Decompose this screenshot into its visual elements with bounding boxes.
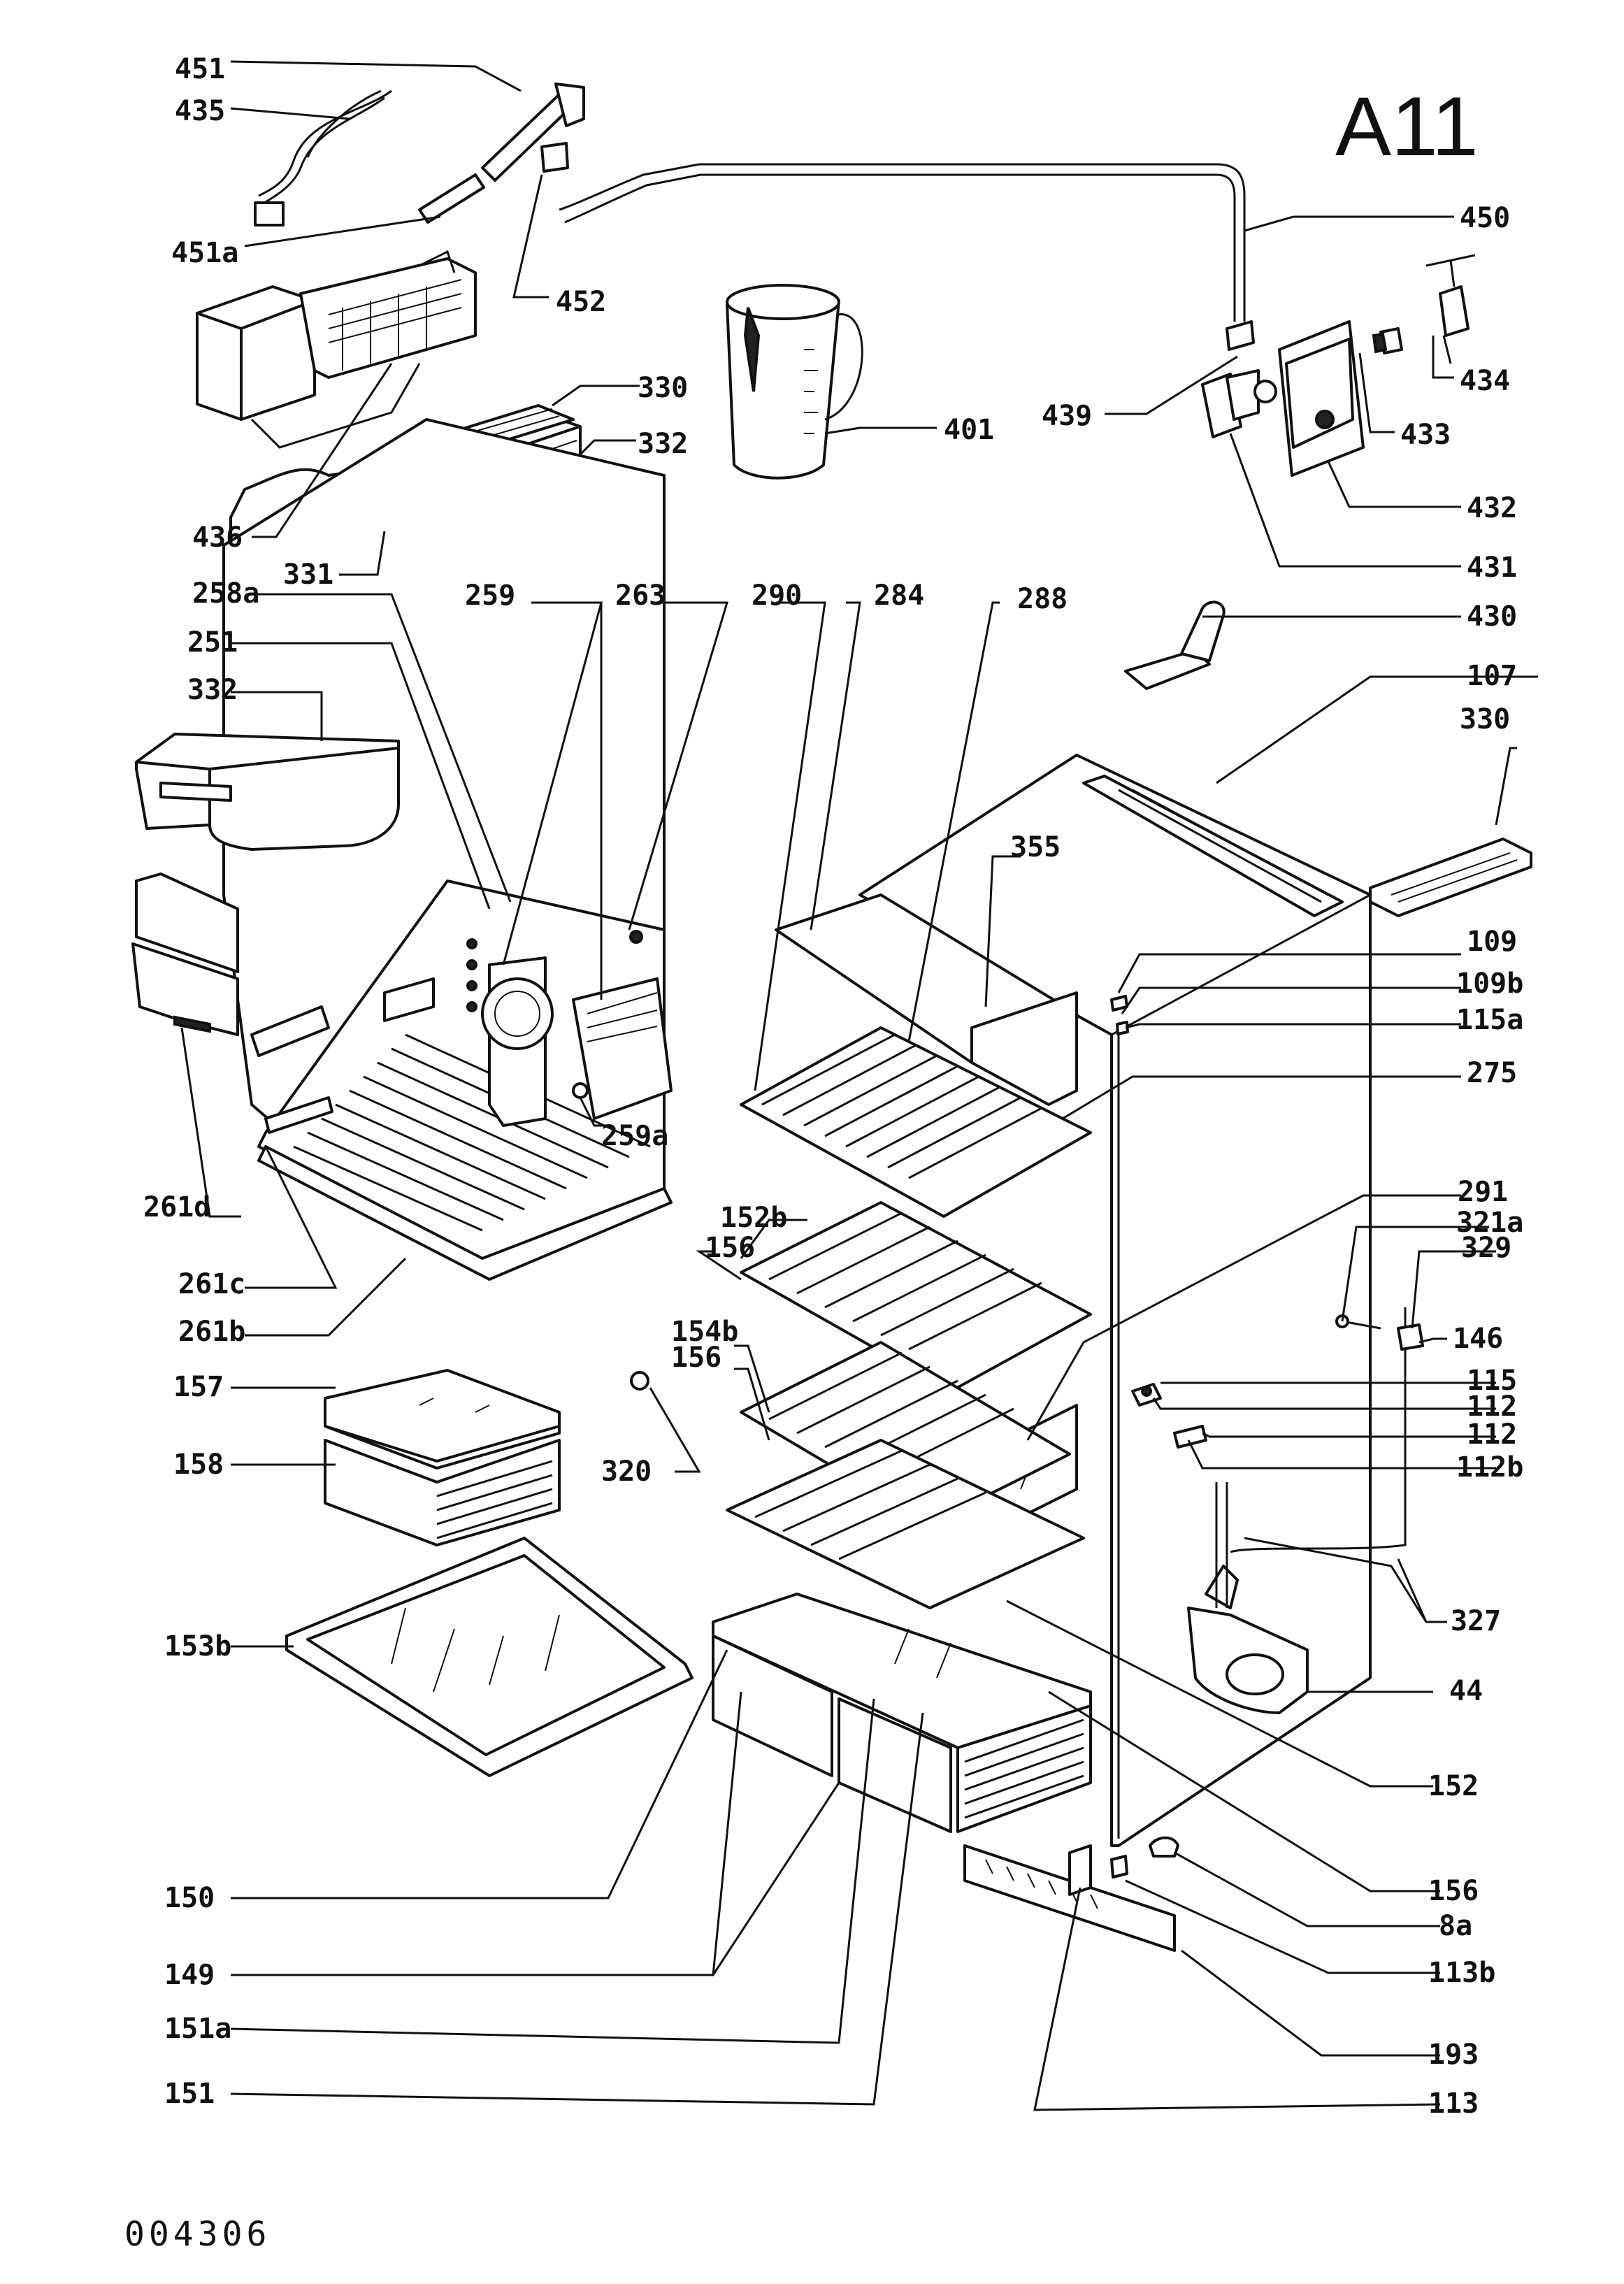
callout-label: 115a bbox=[1456, 1004, 1523, 1036]
callout-label: 258a bbox=[192, 577, 259, 610]
callout-label: 149 bbox=[164, 1959, 215, 1991]
callout-label: 288 bbox=[1017, 583, 1068, 615]
water-line-drawing bbox=[559, 163, 1246, 322]
callout-label: 151 bbox=[164, 2078, 215, 2110]
water-valve-drawing bbox=[1201, 254, 1476, 477]
glass-shelf-153b-drawing bbox=[285, 1537, 694, 1777]
callout-label: 451a bbox=[171, 237, 238, 269]
callout-label: 8a bbox=[1439, 1910, 1472, 1942]
callout-label: 113 bbox=[1428, 2088, 1479, 2120]
callout-label: 153b bbox=[164, 1630, 231, 1662]
callout-label: 156 bbox=[705, 1232, 755, 1264]
callout-label: 157 bbox=[173, 1371, 224, 1403]
small-fittings-drawing bbox=[572, 995, 1424, 1449]
callout-label: 450 bbox=[1460, 202, 1510, 234]
callout-label: 115 bbox=[1467, 1365, 1517, 1397]
callout-label: 251 bbox=[187, 626, 238, 659]
callout-label: 327 bbox=[1451, 1605, 1501, 1637]
fill-tube-drawing bbox=[418, 82, 585, 224]
callout-label: 261b bbox=[178, 1316, 245, 1348]
sheet-id: A11 bbox=[1335, 80, 1479, 173]
callout-label: 156 bbox=[1428, 1875, 1479, 1907]
callout-label: 146 bbox=[1453, 1323, 1503, 1355]
callout-label: 332 bbox=[638, 428, 688, 460]
callout-label: 112b bbox=[1456, 1451, 1523, 1484]
callout-label: 109 bbox=[1467, 926, 1517, 958]
callout-label: 107 bbox=[1467, 660, 1517, 692]
ice-scoop-drawing bbox=[1124, 601, 1226, 690]
callout-label: 158 bbox=[173, 1449, 224, 1481]
callout-label: 109b bbox=[1456, 968, 1523, 1000]
callout-label: 430 bbox=[1467, 601, 1517, 633]
callout-label: 152b bbox=[720, 1202, 787, 1234]
callout-label: 263 bbox=[615, 580, 666, 612]
callout-label: 290 bbox=[752, 580, 802, 612]
callout-labels: 451 435 451a 452 450 434 439 433 401 330… bbox=[143, 53, 1523, 2120]
callout-label: 261d bbox=[143, 1191, 210, 1223]
callout-label: 152 bbox=[1428, 1770, 1479, 1802]
callout-label: 151a bbox=[164, 2013, 231, 2045]
wiring-harness-drawing bbox=[254, 89, 392, 227]
callout-label: 44 bbox=[1449, 1675, 1483, 1707]
callout-label: 355 bbox=[1010, 831, 1061, 863]
callout-label: 331 bbox=[283, 559, 333, 591]
lower-shelf-154b-drawing bbox=[726, 1341, 1085, 1609]
freezer-liner-drawing bbox=[222, 418, 673, 1281]
kick-plate-drawing bbox=[963, 1836, 1179, 1952]
ice-tray-330-drawing bbox=[1369, 838, 1532, 917]
door-shelf-261-drawing bbox=[131, 872, 239, 1036]
callout-label: 284 bbox=[874, 580, 924, 612]
callout-label: 451 bbox=[175, 53, 225, 85]
callout-label: 452 bbox=[556, 286, 606, 318]
callout-label: 291 bbox=[1458, 1176, 1508, 1208]
callout-label: 150 bbox=[164, 1882, 215, 1914]
callout-label: 112 bbox=[1467, 1391, 1517, 1423]
callout-label: 401 bbox=[944, 414, 994, 446]
callout-label: 436 bbox=[192, 522, 243, 554]
callout-label: 433 bbox=[1400, 419, 1451, 451]
callout-label: 432 bbox=[1467, 492, 1517, 524]
callout-label: 193 bbox=[1428, 2039, 1479, 2071]
callout-label: 332 bbox=[187, 674, 238, 706]
drain-pan-drawing bbox=[1187, 1307, 1407, 1714]
door-bin-332-drawing bbox=[135, 733, 400, 851]
callout-label: 259a bbox=[601, 1120, 668, 1152]
callout-label: 321a bbox=[1456, 1207, 1523, 1239]
callout-label: 154b bbox=[671, 1316, 738, 1348]
callout-label: 112 bbox=[1467, 1418, 1517, 1451]
callout-label: 113b bbox=[1428, 1957, 1495, 1989]
callout-label: 434 bbox=[1460, 365, 1510, 397]
crisper-drawer-drawing bbox=[712, 1593, 1092, 1833]
callout-label: 261c bbox=[178, 1268, 245, 1300]
ice-maker-drawing bbox=[196, 250, 477, 449]
callout-label: 156 bbox=[671, 1342, 721, 1374]
top-grille-drawing bbox=[1082, 775, 1344, 917]
callout-label: 435 bbox=[175, 95, 225, 127]
callout-label: 259 bbox=[465, 580, 515, 612]
upper-shelf-288-drawing bbox=[740, 893, 1092, 1218]
callout-label: 439 bbox=[1042, 400, 1092, 432]
water-pitcher-drawing bbox=[726, 284, 863, 480]
leader-lines bbox=[180, 60, 1538, 2111]
callout-label: 431 bbox=[1467, 552, 1517, 584]
callout-label: 330 bbox=[638, 372, 688, 404]
document-number: 004306 bbox=[124, 2215, 271, 2254]
callout-label: 329 bbox=[1461, 1232, 1511, 1264]
callout-label: 275 bbox=[1467, 1057, 1517, 1089]
callout-label: 320 bbox=[601, 1456, 652, 1488]
crisper-box-drawing bbox=[324, 1369, 561, 1546]
callout-label: 330 bbox=[1460, 703, 1510, 735]
